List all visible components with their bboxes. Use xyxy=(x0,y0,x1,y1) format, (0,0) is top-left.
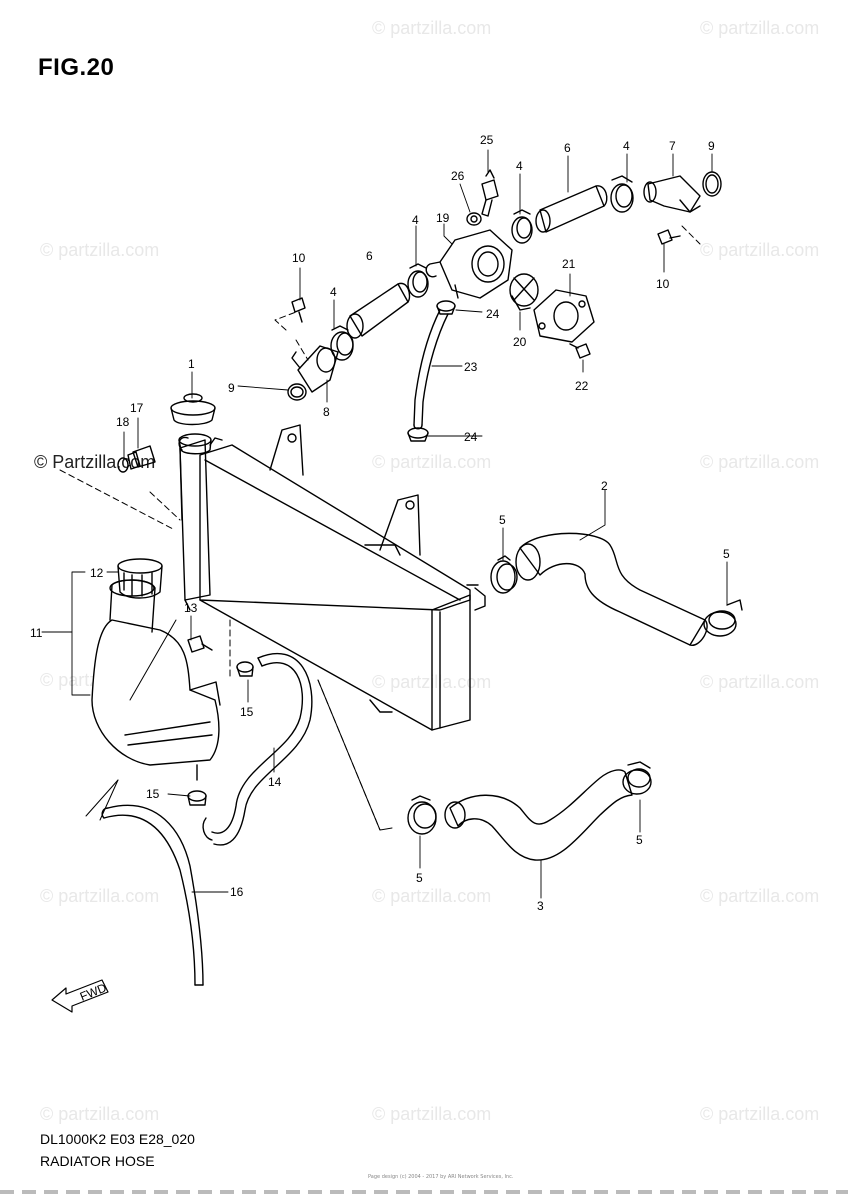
callout-24: 24 xyxy=(486,307,500,321)
callout-6: 6 xyxy=(366,249,373,263)
figure-title: FIG.20 xyxy=(38,54,115,81)
temp-sensor xyxy=(117,445,156,473)
callout-12: 12 xyxy=(90,566,104,580)
callout-3: 3 xyxy=(537,899,544,913)
bolt-13 xyxy=(187,635,213,653)
callout-19: 19 xyxy=(436,211,450,225)
callout-4: 4 xyxy=(412,213,419,227)
callout-15: 15 xyxy=(146,787,160,801)
bolt-22 xyxy=(569,343,591,359)
radiator-cap xyxy=(170,393,216,455)
callout-18: 18 xyxy=(116,415,130,429)
clamp-15 xyxy=(187,661,254,806)
callout-25: 25 xyxy=(480,133,494,147)
hose-23 xyxy=(413,309,449,430)
fitting-8 xyxy=(291,345,339,393)
callout-5: 5 xyxy=(499,513,506,527)
breather-hose xyxy=(101,804,204,986)
callout-14: 14 xyxy=(268,775,282,789)
hose-3 xyxy=(444,769,633,861)
callout-21: 21 xyxy=(562,257,576,271)
callout-22: 22 xyxy=(575,379,589,393)
callout-9: 9 xyxy=(228,381,235,395)
tank-cap xyxy=(117,558,163,599)
callout-24: 24 xyxy=(464,430,478,444)
callout-23: 23 xyxy=(464,360,478,374)
callout-15: 15 xyxy=(240,705,254,719)
clamp-5 xyxy=(407,555,743,835)
callout-1: 1 xyxy=(188,357,195,371)
page-credit: Page design (c) 2004 - 2017 by ARI Netwo… xyxy=(368,1174,514,1180)
callout-20: 20 xyxy=(513,335,527,349)
callout-9: 9 xyxy=(708,139,715,153)
callout-10: 10 xyxy=(656,277,670,291)
callout-4: 4 xyxy=(516,159,523,173)
bolt-10 xyxy=(291,229,681,323)
hose-6-right xyxy=(535,185,608,233)
radiator xyxy=(178,424,486,731)
clamp-4 xyxy=(330,175,634,361)
hose-2 xyxy=(515,532,708,646)
callout-2: 2 xyxy=(601,479,608,493)
thermostat xyxy=(509,273,539,311)
callout-8: 8 xyxy=(323,405,330,419)
temp-switch xyxy=(481,169,499,217)
figure-code: DL1000K2 E03 E28_020 xyxy=(40,1131,195,1147)
clamp-24 xyxy=(407,300,456,442)
fitting-7 xyxy=(643,175,701,213)
callouts: 1 2 3 4 4 4 4 5 5 5 5 6 6 7 8 9 9 10 10 … xyxy=(30,133,730,913)
callout-11: 11 xyxy=(30,626,43,640)
thermostat-cover xyxy=(533,289,595,343)
callout-5: 5 xyxy=(416,871,423,885)
callout-16: 16 xyxy=(230,885,244,899)
washer-26 xyxy=(466,212,482,226)
reservoir-tank xyxy=(91,579,221,781)
callout-13: 13 xyxy=(184,601,198,615)
callout-5: 5 xyxy=(723,547,730,561)
callout-10: 10 xyxy=(292,251,306,265)
fwd-label: FWD xyxy=(78,980,109,1003)
fwd-arrow xyxy=(51,979,109,1013)
callout-6: 6 xyxy=(564,141,571,155)
figure-name: RADIATOR HOSE xyxy=(40,1153,155,1169)
page-divider xyxy=(0,1190,848,1194)
callout-7: 7 xyxy=(669,139,676,153)
callout-5: 5 xyxy=(636,833,643,847)
callout-17: 17 xyxy=(130,401,144,415)
overflow-hose xyxy=(202,652,313,846)
callout-4: 4 xyxy=(623,139,630,153)
hose-6-left xyxy=(346,282,411,339)
callout-26: 26 xyxy=(451,169,465,183)
callout-4: 4 xyxy=(330,285,337,299)
thermostat-housing xyxy=(425,229,513,299)
